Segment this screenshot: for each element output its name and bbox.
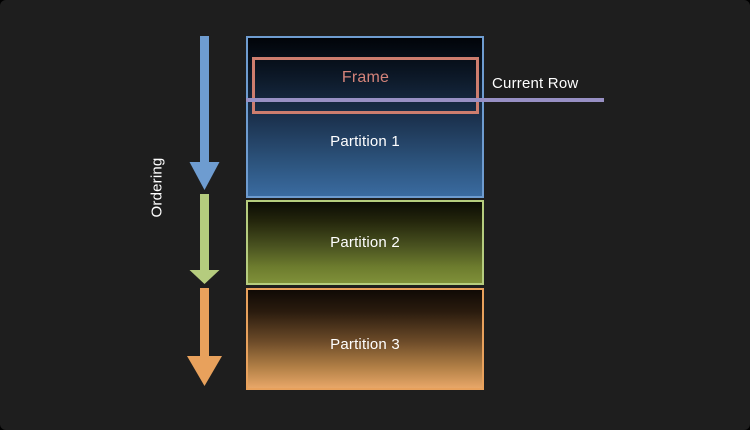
ordering-arrow-blue-icon bbox=[189, 36, 220, 190]
ordering-arrow-green-icon bbox=[189, 194, 220, 284]
current-row-line bbox=[246, 98, 604, 102]
frame-label: Frame bbox=[341, 69, 390, 86]
partition-2-box: Partition 2 bbox=[246, 200, 484, 285]
current-row-label: Current Row bbox=[492, 75, 579, 92]
partition-1-label: Partition 1 bbox=[330, 132, 400, 150]
partition-3-label: Partition 3 bbox=[330, 335, 400, 353]
frame-box: Frame bbox=[252, 57, 479, 114]
ordering-axis-label: Ordering bbox=[148, 157, 166, 218]
partition-1-box: Partition 1 bbox=[246, 36, 484, 198]
ordering-arrows-group bbox=[187, 36, 222, 386]
partition-2-label: Partition 2 bbox=[330, 234, 400, 251]
ordering-arrow-orange-icon bbox=[187, 288, 222, 386]
partition-3-box: Partition 3 bbox=[246, 288, 484, 390]
